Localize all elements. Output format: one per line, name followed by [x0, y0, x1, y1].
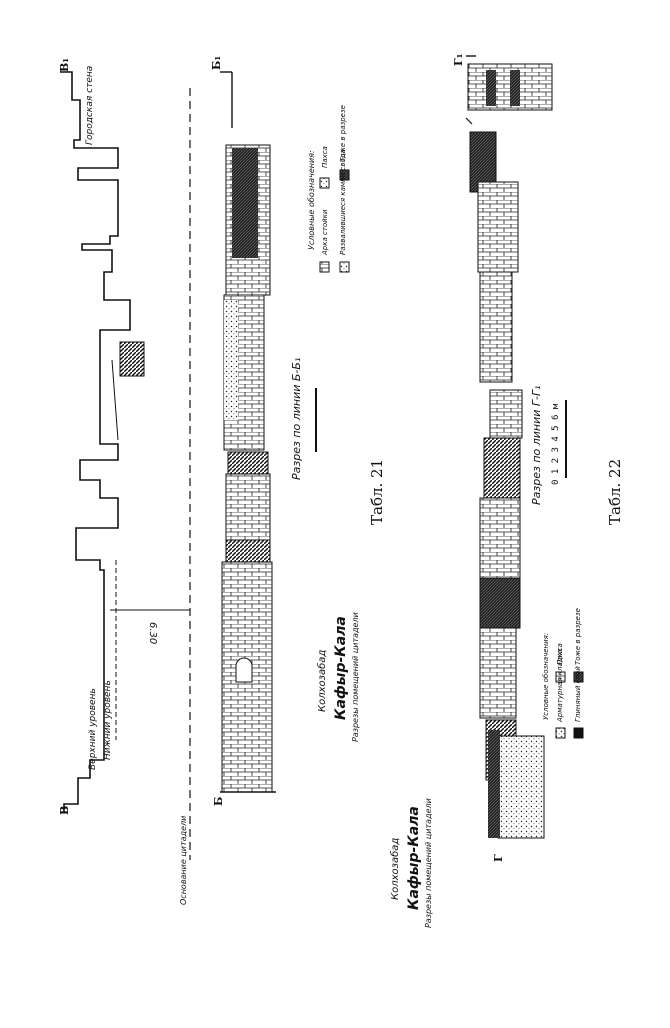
section-g-g1-masonry	[465, 55, 553, 839]
citadel-base-label: Основание цитадели	[179, 816, 188, 905]
label-g1: Г₁	[452, 53, 465, 66]
legend-22-item-1: Арматурная кладка	[556, 649, 564, 723]
label-g: Г	[492, 854, 505, 862]
legend-21-item-1: Арка стойки	[321, 209, 329, 256]
legend-22-item-4: Тоже в разрезе	[574, 608, 582, 665]
legend-21-item-3: Развалившиеся камни свода	[339, 149, 347, 255]
legend-21	[319, 169, 350, 273]
lower-level-label: Нижний уровень	[103, 680, 113, 760]
plate-21-site-line3: Разрезы помещений цитадели	[351, 612, 360, 742]
plate-21-site-line2: Кафыр-Кала	[333, 616, 349, 720]
legend-21-item-4: Тоже в разрезе	[339, 105, 347, 162]
section-b-b1-masonry	[220, 71, 276, 793]
label-bb1: Б₁	[210, 56, 223, 70]
plate-22-caption: Табл. 22	[606, 459, 624, 525]
dimension-label: 6.30	[147, 622, 158, 644]
plate-22-site-line3: Разрезы помещений цитадели	[424, 798, 433, 928]
legend-22-item-2: Пахса	[556, 643, 564, 665]
legend-22-item-3: Глиняный слой	[574, 666, 582, 722]
upper-level-label: Верхний уровень	[88, 688, 98, 770]
section-b-title: Разрез по линии Б-Б₁	[290, 358, 303, 480]
plate-22-site-line1: Колхозабад	[389, 838, 401, 900]
label-b1: В₁	[58, 58, 71, 72]
scale-22-numbers: 0 1 2 3 4 5 6 м	[551, 403, 561, 485]
label-b: В	[58, 806, 71, 815]
legend-22	[555, 671, 584, 739]
label-bb: Б	[212, 797, 225, 806]
plate-22-site-line2: Кафыр-Кала	[406, 806, 422, 910]
legend-21-title: Условные обозначения:	[307, 150, 316, 250]
city-wall-label: Городская стена	[85, 66, 95, 145]
plate-21-site-line1: Колхозабад	[316, 650, 328, 712]
section-b-b1-outline	[60, 71, 191, 860]
legend-22-title: Условные обозначения:	[542, 633, 550, 720]
section-g-title: Разрез по линии Г-Г₁	[530, 385, 543, 505]
plate-21-caption: Табл. 21	[368, 459, 386, 525]
legend-21-item-2: Пахса	[321, 146, 329, 168]
